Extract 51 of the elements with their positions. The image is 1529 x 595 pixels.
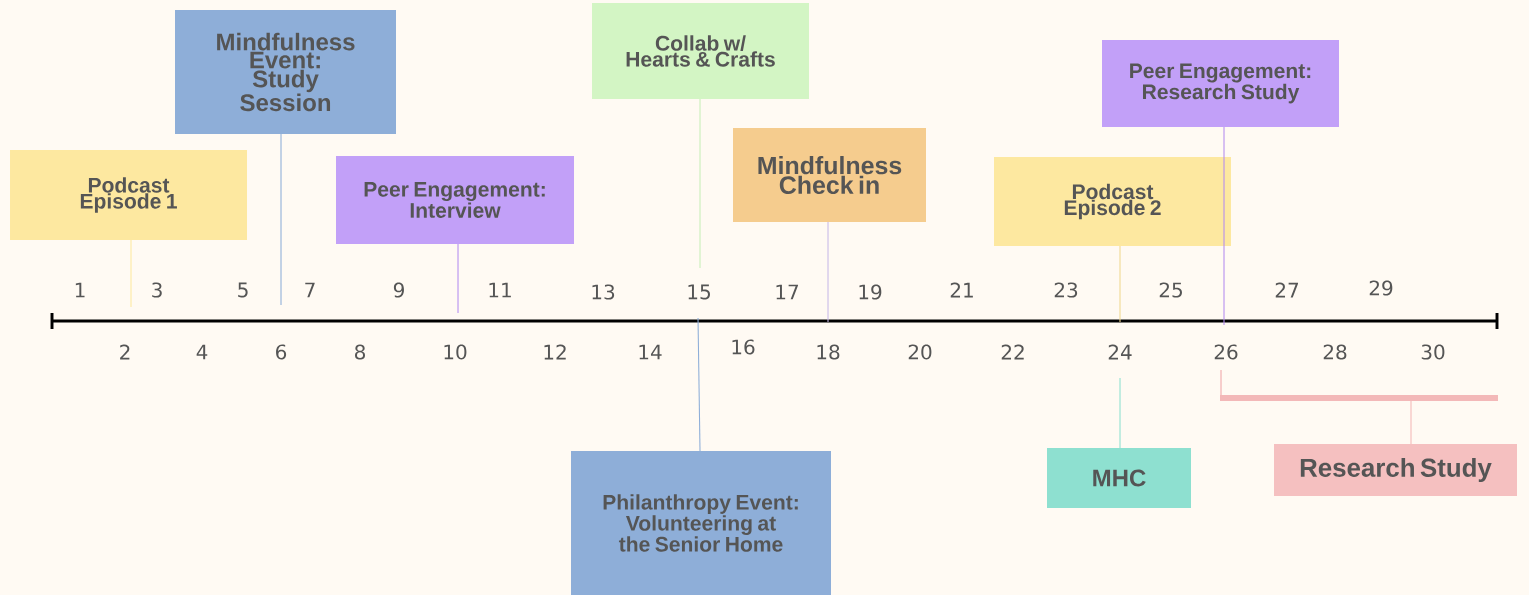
tick-number: 2 xyxy=(120,344,130,360)
callout-box: Peer Engagement: Research Study xyxy=(1102,40,1339,127)
tick-number: 20 xyxy=(908,344,932,360)
callout-box: Mindfulness Check in xyxy=(733,128,926,222)
tick-number: 19 xyxy=(859,284,882,300)
tick-number: 7 xyxy=(305,282,315,298)
tick-number: 25 xyxy=(1159,282,1182,298)
tick-number: 16 xyxy=(732,339,755,355)
tick-number: 30 xyxy=(1421,344,1445,360)
tick-number: 5 xyxy=(238,282,248,298)
tick-number: 9 xyxy=(393,282,404,298)
tick-number: 12 xyxy=(544,344,566,360)
bracket-bar xyxy=(1220,395,1498,401)
callout-box: Mindfulness Event: Study Session xyxy=(175,10,396,134)
tick-number: 11 xyxy=(489,282,511,298)
leader-line xyxy=(1223,126,1225,326)
leader-line xyxy=(699,98,701,269)
leader-line xyxy=(130,239,132,308)
tick-number: 8 xyxy=(355,344,365,360)
callout-box: MHC xyxy=(1047,448,1191,508)
callout-box: Peer Engagement: Interview xyxy=(336,156,574,244)
leader-line xyxy=(1119,377,1121,449)
tick-number: 27 xyxy=(1275,282,1298,298)
leader-line xyxy=(1410,400,1412,445)
tick-number: 21 xyxy=(950,282,973,298)
tick-number: 4 xyxy=(196,344,208,360)
callout-box: Collab w/ Hearts & Crafts xyxy=(592,3,809,99)
tick-number: 22 xyxy=(1001,344,1024,360)
tick-number: 1 xyxy=(75,282,85,298)
leader-line xyxy=(457,243,459,314)
tick-number: 18 xyxy=(817,344,840,360)
tick-number: 17 xyxy=(776,284,798,300)
tick-number: 24 xyxy=(1108,344,1132,360)
tick-number: 13 xyxy=(592,284,615,300)
tick-number: 28 xyxy=(1323,344,1347,360)
tick-number: 3 xyxy=(152,282,162,298)
tick-number: 23 xyxy=(1054,282,1078,298)
tick-number: 26 xyxy=(1214,344,1238,360)
callout-box: Podcast Episode 1 xyxy=(10,150,247,240)
leader-line xyxy=(280,133,282,306)
leader-line xyxy=(827,221,829,323)
callout-box: Philanthropy Event: Volunteering at the Senior Home xyxy=(571,451,831,595)
tick-number: 6 xyxy=(276,344,287,360)
tick-number: 15 xyxy=(688,284,710,300)
tick-number: 10 xyxy=(444,344,467,360)
tick-number: 29 xyxy=(1369,280,1393,296)
leader-line xyxy=(1119,245,1121,323)
leader-line xyxy=(697,317,701,452)
callout-box: Podcast Episode 2 xyxy=(994,157,1231,246)
tick-number: 14 xyxy=(639,344,662,360)
callout-box: Research Study xyxy=(1274,444,1517,496)
